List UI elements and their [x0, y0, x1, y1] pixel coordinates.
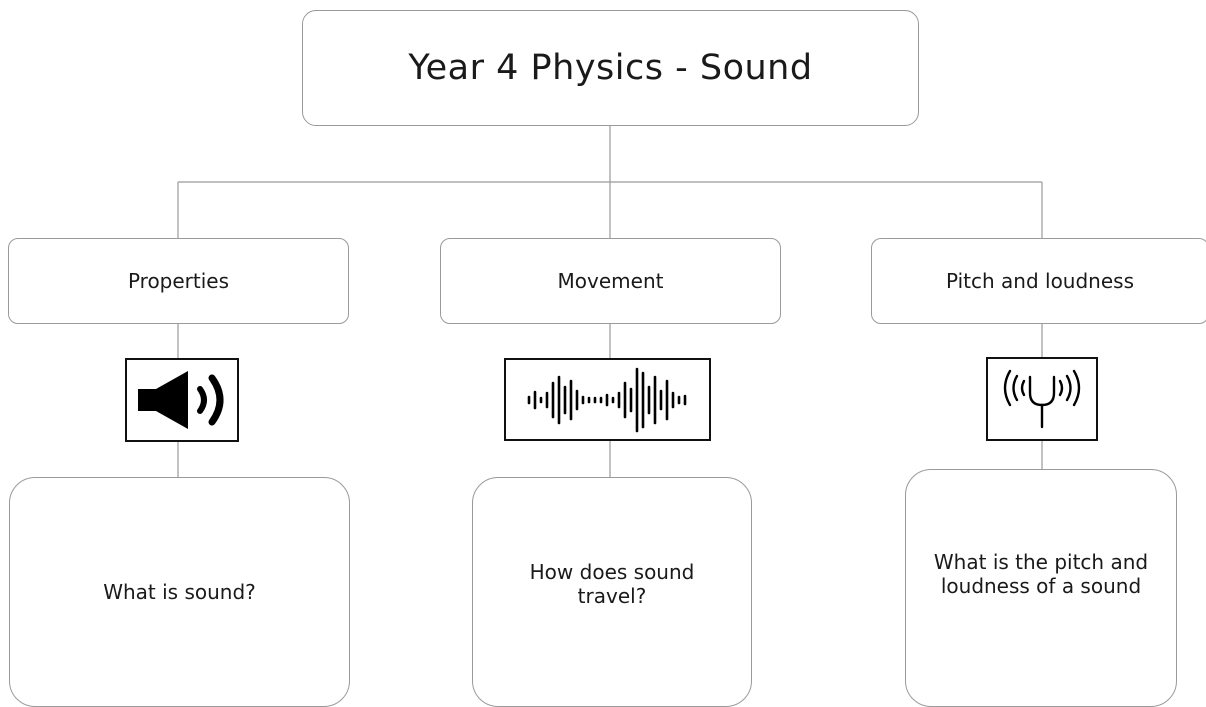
category-properties: Properties — [8, 238, 349, 324]
question-text: How does sound travel? — [529, 560, 695, 608]
question-text: What is the pitch and loudness of a soun… — [933, 550, 1149, 598]
diagram-title: Year 4 Physics - Sound — [302, 10, 919, 126]
diagram-title-text: Year 4 Physics - Sound — [408, 48, 813, 88]
category-pitch-and-loudness: Pitch and loudness — [871, 238, 1206, 324]
question-pitch-and-loudness: What is the pitch and loudness of a soun… — [905, 469, 1177, 707]
speaker-icon — [125, 358, 239, 442]
question-what-is-sound: What is sound? — [9, 477, 350, 707]
question-text: What is sound? — [103, 580, 256, 604]
tuning-fork-icon — [986, 357, 1098, 441]
category-movement: Movement — [440, 238, 781, 324]
category-label: Properties — [127, 269, 230, 293]
category-label: Pitch and loudness — [945, 269, 1135, 293]
category-label: Movement — [557, 269, 664, 293]
question-how-does-sound-travel: How does sound travel? — [472, 477, 752, 707]
sound-wave-icon — [504, 358, 711, 441]
